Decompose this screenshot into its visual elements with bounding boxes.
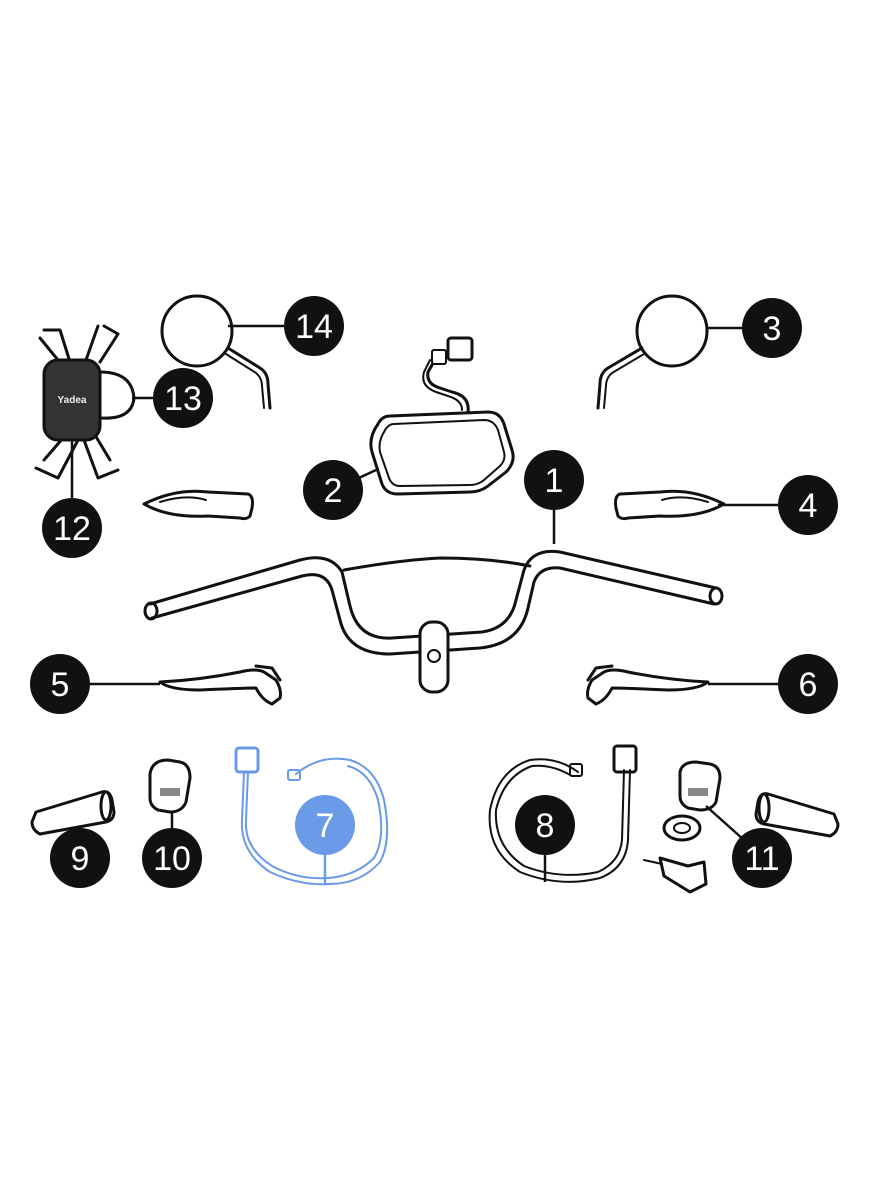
svg-text:7: 7	[316, 807, 335, 845]
left-mirror[interactable]	[160, 294, 272, 410]
svg-text:10: 10	[153, 840, 191, 878]
svg-text:2: 2	[324, 472, 343, 510]
svg-text:9: 9	[71, 840, 90, 878]
right-grip[interactable]	[754, 792, 840, 838]
phone-holder[interactable]: Yadea	[34, 324, 136, 480]
callout-3[interactable]: 3	[742, 298, 802, 358]
left-switch[interactable]	[148, 758, 192, 814]
callout-11[interactable]: 11	[732, 828, 792, 888]
svg-text:4: 4	[799, 487, 818, 525]
callout-8[interactable]: 8	[515, 795, 575, 855]
phone-holder-logo: Yadea	[58, 395, 87, 406]
callout-5[interactable]: 5	[30, 654, 90, 714]
wiring-harness-left[interactable]	[234, 746, 389, 886]
callout-2[interactable]: 2	[303, 460, 363, 520]
right-mirror[interactable]	[596, 294, 709, 410]
callout-13[interactable]: 13	[153, 368, 213, 428]
svg-text:8: 8	[536, 807, 555, 845]
handlebar[interactable]	[143, 549, 724, 694]
leader-11	[705, 805, 745, 841]
svg-text:1: 1	[545, 462, 564, 500]
callout-10[interactable]: 10	[142, 828, 202, 888]
display[interactable]	[369, 336, 515, 496]
callout-6[interactable]: 6	[778, 654, 838, 714]
callout-4[interactable]: 4	[778, 475, 838, 535]
svg-text:3: 3	[763, 310, 782, 348]
left-turn-signal[interactable]	[142, 489, 254, 521]
wiring-harness-right[interactable]	[488, 744, 638, 883]
callout-7[interactable]: 7	[295, 795, 355, 855]
callout-14[interactable]: 14	[284, 296, 344, 356]
svg-text:11: 11	[744, 840, 779, 878]
callout-12[interactable]: 12	[42, 498, 102, 558]
svg-text:6: 6	[799, 666, 818, 704]
left-grip[interactable]	[30, 790, 116, 836]
svg-text:12: 12	[53, 510, 91, 548]
svg-text:13: 13	[164, 380, 202, 418]
right-switch-and-ignition[interactable]	[643, 760, 722, 894]
right-turn-signal[interactable]	[614, 489, 726, 521]
callout-1[interactable]: 1	[524, 450, 584, 510]
left-brake-lever[interactable]	[158, 664, 282, 706]
leader-lines	[70, 324, 780, 884]
right-brake-lever[interactable]	[586, 664, 710, 706]
svg-text:14: 14	[295, 308, 333, 346]
callout-badges: 1 2 3 4 5 6 7 8 9 10 11 12 13 14	[30, 296, 838, 888]
callout-9[interactable]: 9	[50, 828, 110, 888]
svg-text:5: 5	[51, 666, 70, 704]
